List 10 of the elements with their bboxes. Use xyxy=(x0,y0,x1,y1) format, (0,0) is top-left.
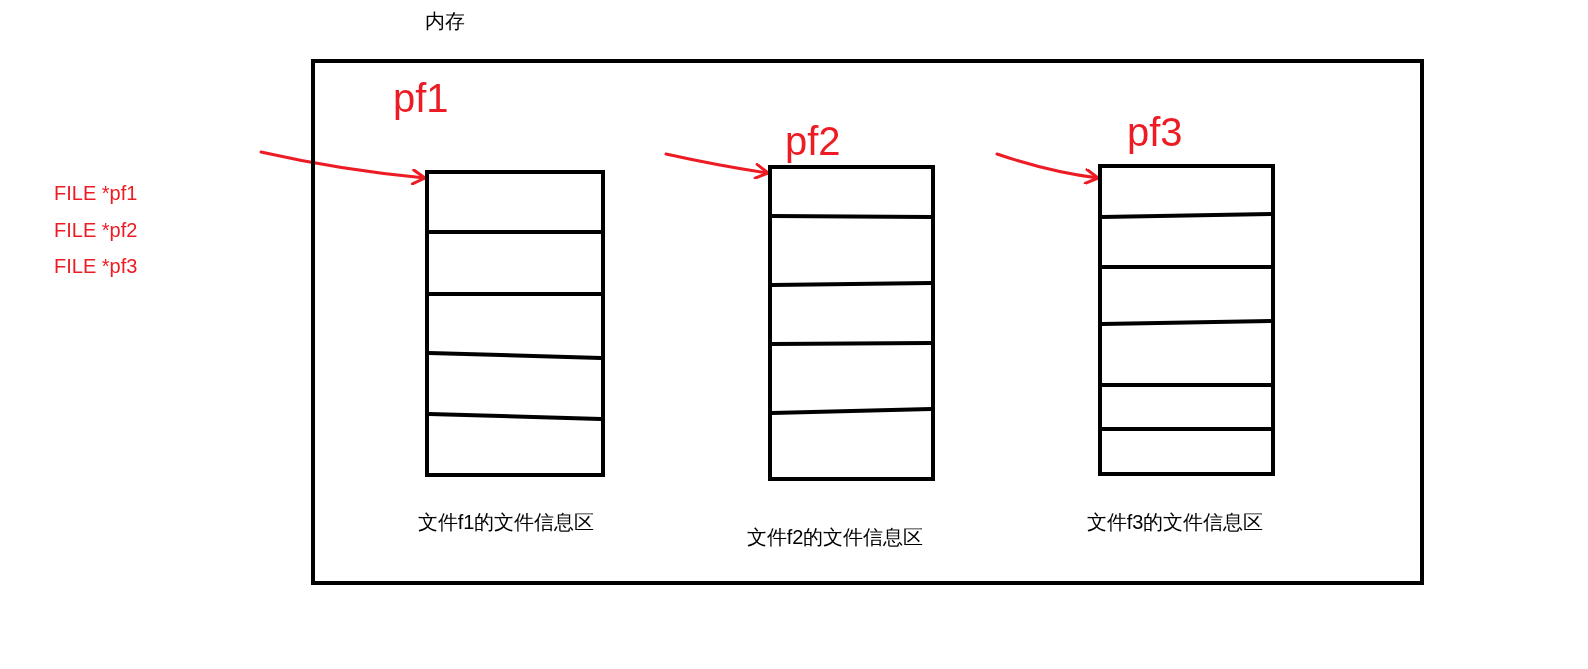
code-label: FILE *pf1 xyxy=(54,181,138,205)
block-caption: 文件f1的文件信息区 xyxy=(417,510,595,534)
arrow xyxy=(995,152,1100,185)
code-label: FILE *pf3 xyxy=(54,254,138,278)
block-caption: 文件f3的文件信息区 xyxy=(1086,510,1264,534)
block-caption: 文件f2的文件信息区 xyxy=(746,525,924,549)
arrow xyxy=(664,152,770,180)
arrow xyxy=(259,150,427,186)
frame-heading: 内存 xyxy=(425,9,465,33)
code-label: FILE *pf2 xyxy=(54,218,138,242)
